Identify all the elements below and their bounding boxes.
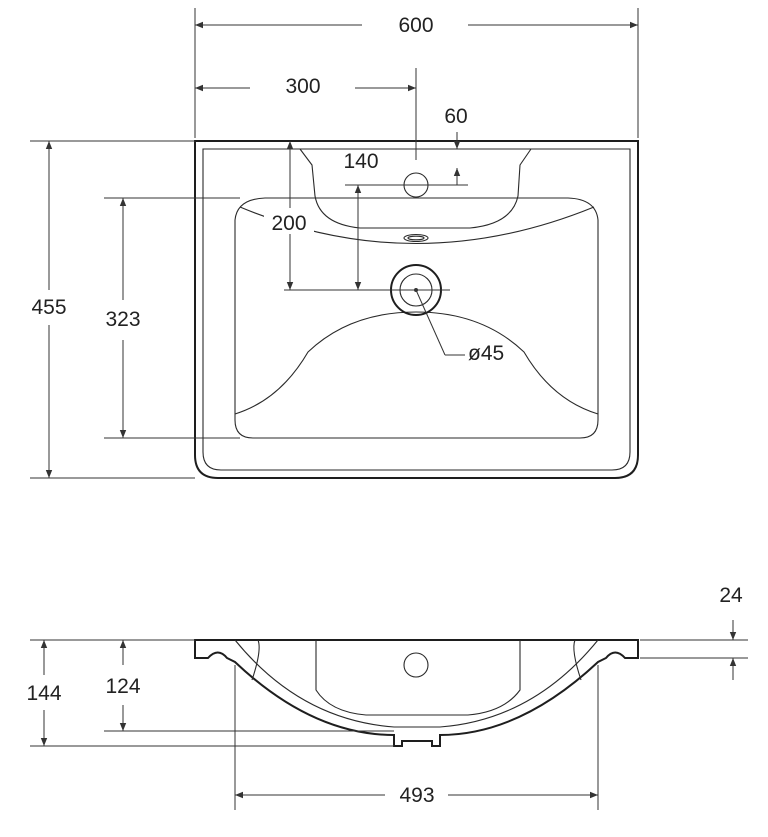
side-profile-wall-right <box>573 639 582 681</box>
bowl-outline <box>234 197 599 439</box>
basin-inner-rim <box>202 148 631 471</box>
side-back-wall <box>315 640 521 716</box>
dim-bowl-depth: 323 <box>105 308 140 331</box>
dim-drain-diameter: ø45 <box>468 342 504 365</box>
dim-overall-width: 600 <box>398 14 433 37</box>
dim-bowl-width: 493 <box>399 784 434 807</box>
dim-tap-to-drain: 140 <box>343 150 378 173</box>
side-profile-wall <box>251 639 260 681</box>
tap-deck <box>299 148 532 229</box>
dim-overall-depth: 455 <box>31 296 66 319</box>
overflow-slot-inner <box>407 235 425 241</box>
bowl-slope-curve <box>234 311 599 415</box>
side-profile-inner <box>234 639 599 728</box>
side-view <box>194 639 639 747</box>
side-view-dimensions: 24 144 124 493 <box>26 584 748 810</box>
side-profile-outer <box>194 639 639 747</box>
side-tap-hole <box>403 652 429 678</box>
overflow-slot <box>403 233 429 243</box>
top-view <box>194 68 639 479</box>
basin-outer-outline <box>194 140 639 479</box>
dim-rim-to-drain: 200 <box>271 212 306 235</box>
dim-basin-height-inner: 124 <box>105 675 140 698</box>
dim-tap-hole-offset: 60 <box>444 105 467 128</box>
dim-basin-height-total: 144 <box>26 682 61 705</box>
top-view-dimensions: 600 300 60 140 200 323 455 <box>30 8 639 479</box>
dim-half-width: 300 <box>285 75 320 98</box>
dim-rim-thickness: 24 <box>719 584 743 607</box>
